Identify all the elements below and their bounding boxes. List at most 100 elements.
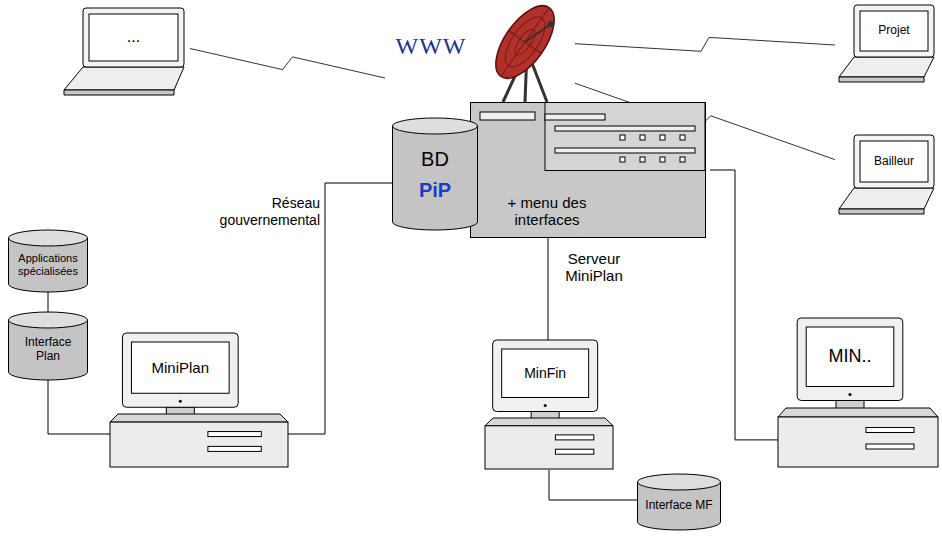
drawing-rect [660, 135, 665, 140]
drawing-rect [620, 157, 625, 162]
drawing-rect [640, 157, 645, 162]
text-area: MiniPlan [131, 342, 229, 393]
network-wire [48, 292, 49, 312]
drawing-line [525, 24, 551, 42]
laptop: Bailleur [835, 135, 938, 217]
text-area: BD [396, 144, 474, 174]
text-area: MIN.. [806, 327, 894, 387]
database-cylinder: Interface MF [637, 474, 721, 530]
satellite-dish: WWW [385, 0, 575, 104]
node-label: Serveur MiniPlan [554, 250, 634, 285]
drawing-rect [680, 135, 685, 140]
text-area: Interface MF [641, 492, 717, 520]
network-wire [710, 170, 778, 440]
drawing-rect [110, 422, 288, 467]
text-area: Interface Plan [12, 330, 84, 370]
drawing-rect [555, 435, 593, 440]
database-cylinder: BD PiP [392, 118, 478, 230]
drawing-polygon [110, 414, 288, 422]
drawing-polygon [839, 188, 934, 209]
network-wire [548, 238, 549, 340]
node-label: Projet [878, 24, 909, 38]
node-label: MiniPlan [152, 359, 210, 376]
desktop-computer-shape [110, 333, 288, 468]
node-label: Applications spécialisées [12, 252, 84, 277]
drawing-rect [854, 135, 934, 188]
drawing-ellipse [9, 230, 88, 246]
drawing-rect [89, 14, 178, 61]
drawing-rect [122, 333, 238, 407]
drawing-polygon [64, 67, 184, 90]
drawing-rect [545, 103, 705, 171]
drawing-rect [502, 349, 589, 398]
wireless-link [190, 49, 385, 79]
database-cylinder: Interface Plan [8, 312, 88, 380]
drawing-rect [208, 432, 261, 437]
drawing-rect [555, 148, 695, 153]
wireless-link [575, 37, 835, 51]
node-label: + menu des interfaces [492, 194, 602, 229]
drawing-rect [860, 141, 928, 182]
network-wire [48, 380, 110, 434]
text-area: + menu des interfaces [492, 188, 602, 234]
drawing-ellipse [9, 312, 88, 328]
drawing-polygon [839, 209, 924, 214]
drawing-rect [83, 8, 184, 67]
text-area: MinFin [502, 349, 589, 398]
drawing-circle [849, 393, 852, 396]
drawing-rect [854, 5, 934, 57]
drawing-rect [471, 103, 706, 238]
drawing-rect [866, 444, 914, 449]
drawing-rect [555, 449, 593, 454]
drawing-rect [806, 327, 894, 387]
text-area: Bailleur [860, 141, 928, 182]
drawing-rect [545, 114, 605, 120]
database-cylinder: Applications spécialisées [8, 230, 88, 292]
desktop-computer-shape [485, 340, 613, 470]
laptop: ... [60, 8, 190, 98]
text-area: Applications spécialisées [12, 248, 84, 282]
text-area: ... [89, 14, 178, 61]
drawing-rect [640, 135, 645, 140]
drawing-rect [680, 157, 685, 162]
drawing-line [501, 8, 549, 77]
drawing-ellipse [498, 11, 553, 73]
text-area: WWW [385, 30, 477, 64]
drawing-polygon [485, 418, 613, 426]
desktop-computer: MiniPlan [110, 333, 288, 468]
text-area: PiP [396, 174, 474, 206]
drawing-ellipse [638, 474, 721, 490]
node-label: Interface MF [645, 499, 712, 513]
node-label: Interface Plan [12, 336, 84, 364]
drawing-rect [778, 417, 938, 467]
drawing-g [485, 0, 566, 88]
laptop-shape [60, 8, 190, 98]
server-box: + menu des interfacesServeur MiniPlan [470, 102, 710, 238]
desktop-computer-shape [778, 318, 938, 468]
text-area: Serveur MiniPlan [554, 242, 634, 292]
drawing-rect [493, 340, 598, 412]
node-label: ... [127, 28, 140, 46]
laptop: Projet [835, 5, 938, 85]
laptop-shape [835, 5, 938, 85]
drawing-polygon [839, 77, 924, 82]
drawing-rect [480, 112, 535, 120]
drawing-ellipse [393, 118, 478, 134]
drawing-polygon [839, 57, 934, 77]
node-label: WWW [396, 33, 467, 61]
node-label: MinFin [524, 365, 566, 381]
drawing-rect [131, 342, 229, 393]
text-area: Projet [860, 11, 928, 51]
database-cylinder-shape [392, 118, 478, 230]
drawing-path [9, 320, 88, 380]
node-label: MIN.. [828, 346, 871, 367]
node-label: Bailleur [874, 155, 914, 169]
drawing-rect [660, 157, 665, 162]
drawing-polygon [778, 408, 938, 417]
drawing-path [393, 126, 478, 230]
drawing-circle [179, 400, 182, 403]
laptop-shape [835, 135, 938, 217]
node-label: PiP [419, 179, 451, 202]
drawing-circle [544, 404, 547, 407]
